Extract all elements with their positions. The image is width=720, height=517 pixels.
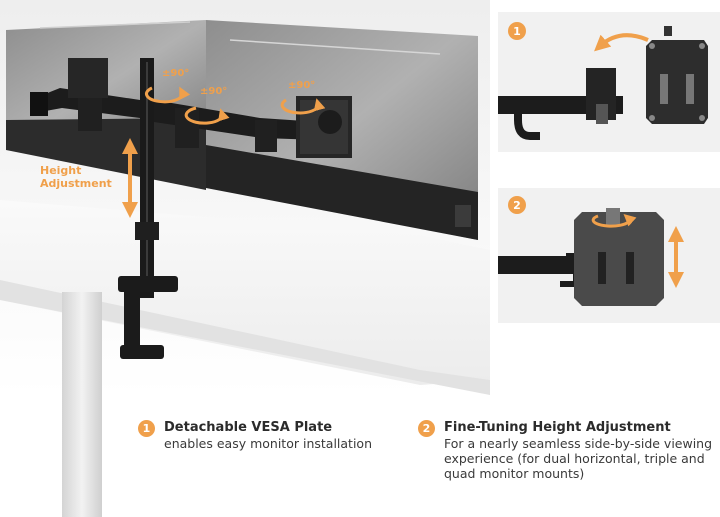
feature-2: 2 Fine-Tuning Height Adjustment For a ne… bbox=[418, 420, 718, 481]
feature-1-desc-line: enables easy monitor installation bbox=[164, 436, 372, 451]
rotation-label-3: ±90° bbox=[288, 80, 316, 91]
feature-2-title: Fine-Tuning Height Adjustment bbox=[444, 420, 671, 435]
rotation-label-2: ±90° bbox=[200, 86, 228, 97]
feature-2-number: 2 bbox=[418, 420, 435, 437]
inset-badge-1: 1 bbox=[508, 22, 526, 40]
rotation-label-1: ±90° bbox=[162, 68, 190, 79]
height-label-line2: Adjustment bbox=[40, 177, 112, 190]
height-adjustment-label: Height Adjustment bbox=[40, 164, 112, 190]
feature-1-description: enables easy monitor installation bbox=[164, 436, 372, 451]
inset-badge-2: 2 bbox=[508, 196, 526, 214]
height-label-line1: Height bbox=[40, 164, 82, 177]
feature-2-description: For a nearly seamless side-by-side viewi… bbox=[444, 436, 712, 481]
feature-2-desc-line: For a nearly seamless side-by-side viewi… bbox=[444, 436, 713, 451]
feature-1-title: Detachable VESA Plate bbox=[164, 420, 333, 435]
feature-2-desc-line: experience (for dual horizontal, triple … bbox=[444, 451, 705, 466]
feature-2-desc-line: quad monitor mounts) bbox=[444, 466, 585, 481]
feature-1-number: 1 bbox=[138, 420, 155, 437]
feature-1: 1 Detachable VESA Plate enables easy mon… bbox=[138, 420, 408, 460]
